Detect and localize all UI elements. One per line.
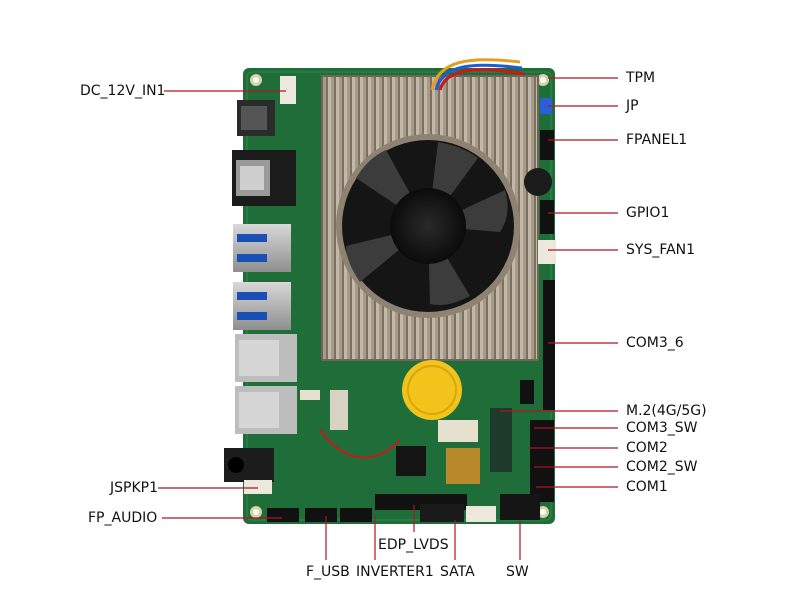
label-edp-lvds: EDP_LVDS [378, 537, 449, 553]
label-jspkp1: JSPKP1 [110, 480, 158, 496]
label-dc-12v-in1: DC_12V_IN1 [80, 83, 166, 99]
label-jp: JP [626, 98, 639, 114]
label-com3-6: COM3_6 [626, 335, 684, 351]
label-fpanel1: FPANEL1 [626, 132, 688, 148]
label-sys-fan1: SYS_FAN1 [626, 242, 696, 258]
label-fp-audio: FP_AUDIO [88, 510, 158, 526]
label-com3-sw: COM3_SW [626, 420, 698, 436]
leader-lines [158, 77, 618, 560]
cmos-battery [402, 360, 462, 420]
com-header-strip [543, 280, 555, 410]
label-com1: COM1 [626, 479, 668, 495]
label-tpm: TPM [626, 70, 656, 86]
label-m2-4g5g: M.2(4G/5G) [626, 403, 707, 419]
label-sw: SW [506, 564, 529, 580]
label-gpio1: GPIO1 [626, 205, 670, 221]
cpu-fan [336, 134, 520, 318]
label-com2: COM2 [626, 440, 668, 456]
label-f-usb: F_USB [306, 564, 350, 580]
usb-port-top [233, 224, 291, 272]
label-com2-sw: COM2_SW [626, 459, 698, 475]
label-inverter1: INVERTER1 [356, 564, 434, 580]
label-sata: SATA [440, 564, 475, 580]
usb-port-bottom [233, 282, 291, 330]
